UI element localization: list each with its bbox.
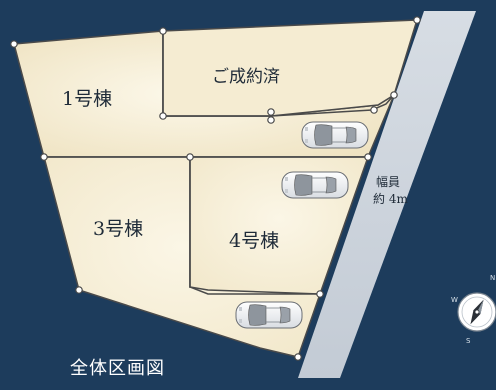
lot-1-label: 1号棟: [62, 88, 113, 110]
car-icon: [235, 301, 303, 329]
diagram-title: 全体区画図: [70, 358, 165, 379]
road-width-value: 約 4m: [373, 192, 408, 206]
lot-3-label: 3号棟: [93, 218, 144, 240]
compass-north-label: N: [490, 274, 496, 282]
car-icon: [301, 121, 369, 149]
car-icon: [281, 171, 349, 199]
boundary-line-lot3-lot4: [189, 157, 320, 295]
compass-south-label: S: [466, 337, 471, 345]
compass-icon: [457, 292, 496, 332]
road-width-label: 幅員: [376, 175, 401, 189]
compass-west-label: W: [451, 296, 458, 304]
lot-4-label: 4号棟: [229, 230, 280, 252]
road-strip: [298, 11, 476, 378]
boundary-markers: [10, 16, 421, 361]
sold-lot-area: [162, 19, 419, 117]
boundary-line-lot1-sold: [162, 31, 395, 117]
sold-lot-label: ご成約済: [212, 67, 280, 87]
